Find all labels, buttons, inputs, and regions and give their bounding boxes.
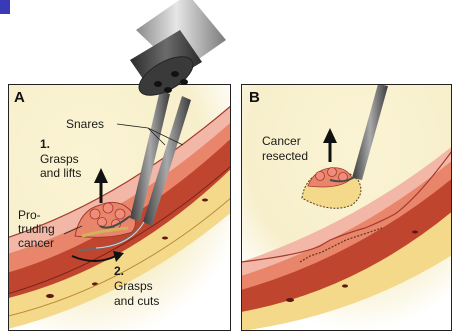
protruding-line3: cancer: [18, 236, 54, 250]
step2-number: 2.: [114, 264, 124, 278]
step1-line2: and lifts: [40, 166, 81, 180]
protruding-line2: truding: [18, 222, 55, 236]
protruding-line1: Pro-: [18, 208, 41, 222]
corner-accent: [0, 0, 10, 14]
step2-line1: Grasps: [114, 279, 153, 293]
panel-b-letter: B: [249, 89, 260, 106]
snares-label: Snares: [66, 117, 104, 131]
step2-line2: and cuts: [114, 294, 159, 308]
panel-a-letter: A: [14, 89, 25, 106]
step1-number: 1.: [40, 137, 50, 151]
resected-line1: Cancer: [262, 134, 301, 148]
step1-line1: Grasps: [40, 152, 79, 166]
panel-b: [241, 84, 452, 331]
resected-line2: resected: [262, 149, 308, 163]
